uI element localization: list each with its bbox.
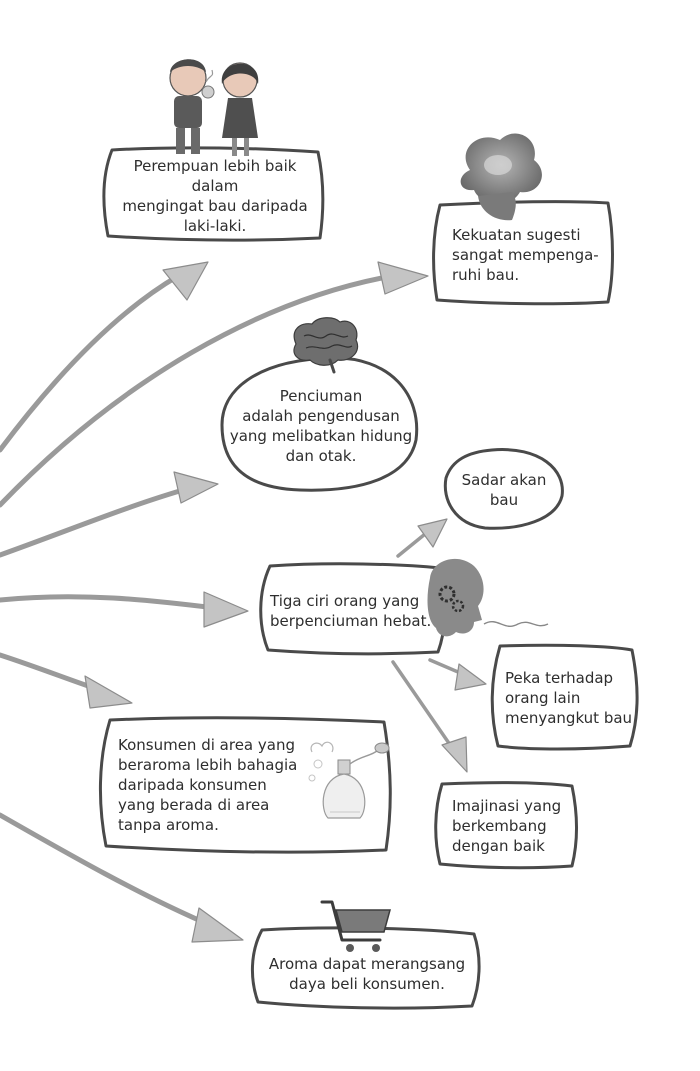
bubble-aware: [443, 448, 564, 530]
arrows: [0, 273, 467, 928]
arrow-to-suggestion: [0, 273, 395, 508]
node-imagination-text: Imajinasi yang berkembang dengan baik: [452, 797, 562, 855]
bubble-definition: [220, 356, 419, 492]
arrowhead-consumers: [84, 675, 133, 709]
arrow-to-definition: [0, 485, 193, 558]
arrowhead-imagination: [441, 736, 468, 773]
arrowhead-suggestion: [377, 261, 429, 295]
bubble-imagination: [434, 781, 578, 870]
arrowhead-three-traits: [203, 591, 249, 628]
arrow-to-imagination: [391, 660, 457, 754]
bubble-three-traits: [259, 562, 447, 656]
node-three-traits: Tiga ciri orang yang berpenciuman hebat.: [270, 572, 448, 650]
bubble-suggestion: [432, 200, 614, 306]
node-aware: Sadar akan bau: [446, 456, 562, 524]
arrowhead-definition: [173, 471, 219, 504]
arrow-heads: [84, 261, 487, 943]
bubble-purchase: [250, 926, 481, 1010]
arrowhead-aware: [417, 518, 448, 548]
node-sensitive-text: Peka terhadap orang lain menyangkut bau: [505, 669, 633, 727]
thought-cloud-head-icon: [460, 133, 542, 221]
bubble-sensitive: [490, 643, 639, 751]
bubbles: [98, 146, 639, 1010]
node-three-traits-text: Tiga ciri orang yang berpenciuman hebat.: [270, 592, 432, 630]
node-imagination: Imajinasi yang berkembang dengan baik: [452, 788, 574, 864]
node-consumers-happy: Konsumen di area yang beraroma lebih bah…: [118, 726, 298, 844]
bubble-consumers: [98, 716, 392, 854]
arrowhead-sensitive: [454, 663, 487, 691]
arrow-to-three-traits: [0, 594, 218, 611]
node-sensitive: Peka terhadap orang lain menyangkut bau: [505, 652, 635, 744]
gears-head-icon: [427, 558, 549, 637]
children-smelling-icon: [169, 59, 259, 156]
arrow-to-purchase: [0, 812, 213, 928]
node-aware-text: Sadar akan bau: [461, 471, 547, 509]
node-purchase-text: Aroma dapat merangsang daya beli konsume…: [268, 955, 466, 993]
node-definition-text: Penciuman adalah pengendusan yang meliba…: [229, 387, 413, 465]
node-purchase: Aroma dapat merangsang daya beli konsume…: [256, 946, 478, 1002]
arrow-to-women-smell: [0, 273, 181, 453]
shopping-cart-icon: [320, 900, 391, 952]
brain-icon: [293, 317, 359, 374]
node-suggestion: Kekuatan sugesti sangat mempenga- ruhi b…: [452, 212, 608, 298]
node-definition: Penciuman adalah pengendusan yang meliba…: [228, 370, 414, 482]
arrow-to-consumers: [0, 652, 103, 693]
perfume-bottle-icon: [308, 741, 390, 819]
node-suggestion-text: Kekuatan sugesti sangat mempenga- ruhi b…: [452, 226, 599, 284]
node-women-smell-text: Perempuan lebih baik dalam mengingat bau…: [122, 157, 308, 235]
arrowhead-women-smell: [162, 261, 209, 301]
node-women-smell: Perempuan lebih baik dalam mengingat bau…: [108, 156, 322, 236]
node-consumers-happy-text: Konsumen di area yang beraroma lebih bah…: [118, 736, 298, 834]
arrowhead-purchase: [191, 907, 244, 943]
